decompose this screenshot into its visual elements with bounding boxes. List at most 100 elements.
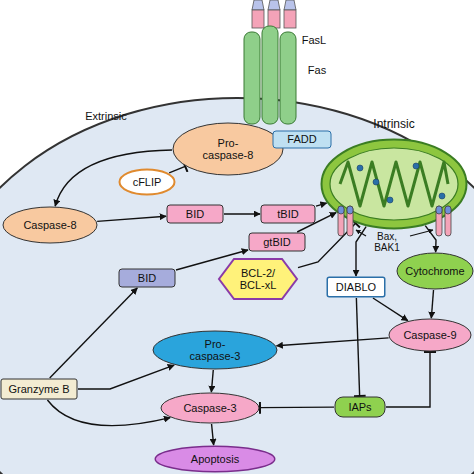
activation-arrow — [50, 288, 138, 378]
text-holder: BID — [166, 204, 224, 224]
outcome-ellipse: Apoptosis — [154, 445, 276, 473]
text-holder: cFLIP — [118, 168, 176, 196]
channel-cap — [338, 206, 344, 214]
box-outline — [327, 277, 385, 297]
ellipse-outline — [3, 207, 97, 243]
receptor-column — [244, 32, 260, 124]
text-holder: Caspase-9 — [388, 318, 472, 352]
activation-arrow — [277, 338, 389, 346]
protein-box: IAPs — [334, 396, 386, 418]
activation-arrow — [316, 203, 327, 206]
text-holder: Cytochrome — [396, 252, 474, 290]
activation-arrow — [356, 227, 366, 276]
ellipse-outline — [155, 446, 275, 472]
node-label: DIABLO — [336, 281, 376, 293]
activation-arrow — [97, 216, 166, 221]
node-label: FADD — [287, 133, 316, 145]
protein-ellipse: Caspase-8 — [2, 206, 98, 244]
channel-part — [347, 206, 353, 236]
activation-arrow — [212, 424, 214, 445]
ellipse-outline — [397, 253, 473, 289]
node-label: gtBID — [263, 236, 291, 248]
pathway-label: Extrinsic — [76, 110, 136, 122]
channel-part — [445, 206, 451, 236]
ligand-shape-outline — [250, 0, 298, 30]
protein-box: tBID — [260, 204, 316, 224]
bak-channel — [436, 206, 451, 236]
node-label: BCL-2/ BCL-xL — [233, 267, 283, 291]
inhibition-line — [298, 223, 356, 267]
protein-label: Bax, BAK1 — [364, 231, 410, 253]
node-label: IAPs — [348, 401, 371, 413]
box-outline — [119, 269, 175, 287]
ellipse-outline — [153, 331, 277, 369]
protein-box: Granzyme B — [0, 378, 78, 400]
protein-ellipse: Pro- caspase-8 — [172, 122, 284, 176]
activation-arrow — [425, 226, 436, 252]
channel-cap — [436, 206, 442, 214]
node-label: Caspase-8 — [23, 219, 76, 231]
inhibitor-hexagon: BCL-2/ BCL-xL — [218, 258, 298, 300]
box-outline — [249, 233, 305, 251]
protein-box: gtBID — [248, 232, 306, 252]
matrix-dot — [413, 163, 419, 169]
activation-arrow — [47, 400, 170, 426]
ellipse-outline — [161, 393, 259, 423]
activation-arrow — [431, 290, 433, 318]
protein-ellipse: Pro- caspase-3 — [152, 330, 278, 370]
node-label: BID — [138, 272, 156, 284]
adaptor-box: FADD — [272, 130, 332, 149]
mitochondrion: Intrinsic — [320, 116, 468, 230]
box-outline — [167, 205, 223, 223]
text-holder: gtBID — [248, 232, 306, 252]
ligand-body — [252, 10, 264, 28]
node-label: Pro- caspase-3 — [182, 338, 248, 362]
matrix-dot — [439, 193, 445, 199]
hexagon-outline — [219, 259, 297, 299]
matrix-dot — [373, 179, 379, 185]
mitochondrion-outline — [320, 138, 468, 230]
text-holder: Intrinsic — [320, 118, 468, 131]
text-holder: BCL-2/ BCL-xL — [218, 258, 298, 300]
matrix-dot — [357, 165, 363, 171]
protein-ellipse: Caspase-3 — [160, 392, 260, 424]
text-holder: Fas — [302, 64, 332, 76]
inhibitor-ellipse: cFLIP — [118, 168, 176, 196]
ligand-body — [284, 10, 296, 28]
text-holder: tBID — [260, 204, 316, 224]
inhibition-line — [356, 298, 359, 396]
node-label: Cytochrome — [405, 265, 464, 277]
node-label: Caspase-9 — [403, 329, 456, 341]
text-holder: IAPs — [334, 396, 386, 418]
activation-arrow — [211, 370, 213, 392]
ligand-cap — [268, 0, 280, 10]
channel-part — [338, 206, 344, 236]
protein-ellipse: Cytochrome — [396, 252, 474, 290]
leader-line — [356, 230, 366, 236]
box-outline — [273, 131, 331, 148]
leader-line — [410, 230, 433, 236]
ligand-cap — [252, 0, 264, 10]
channel-cap — [445, 206, 451, 214]
node-label: Apoptosis — [191, 453, 239, 465]
inhibition-line — [260, 406, 334, 408]
cell-membrane — [0, 98, 474, 474]
node-label: cFLIP — [133, 176, 162, 188]
ellipse-outline — [173, 123, 283, 175]
matrix-dot — [387, 197, 393, 203]
text-holder: Apoptosis — [154, 445, 276, 473]
bax-channel — [338, 206, 353, 236]
inhibition-line — [169, 166, 185, 173]
outer-membrane — [322, 140, 467, 229]
receptor-shape: Fas — [232, 24, 332, 128]
node-label: Fas — [308, 64, 326, 76]
text-holder: Granzyme B — [0, 378, 78, 400]
ligand-cap — [284, 0, 296, 10]
text-holder: Caspase-8 — [2, 206, 98, 244]
text-holder: FasL — [294, 34, 334, 46]
box-outline — [1, 379, 77, 399]
text-holder: FADD — [272, 130, 332, 149]
inner-membrane — [330, 148, 458, 220]
